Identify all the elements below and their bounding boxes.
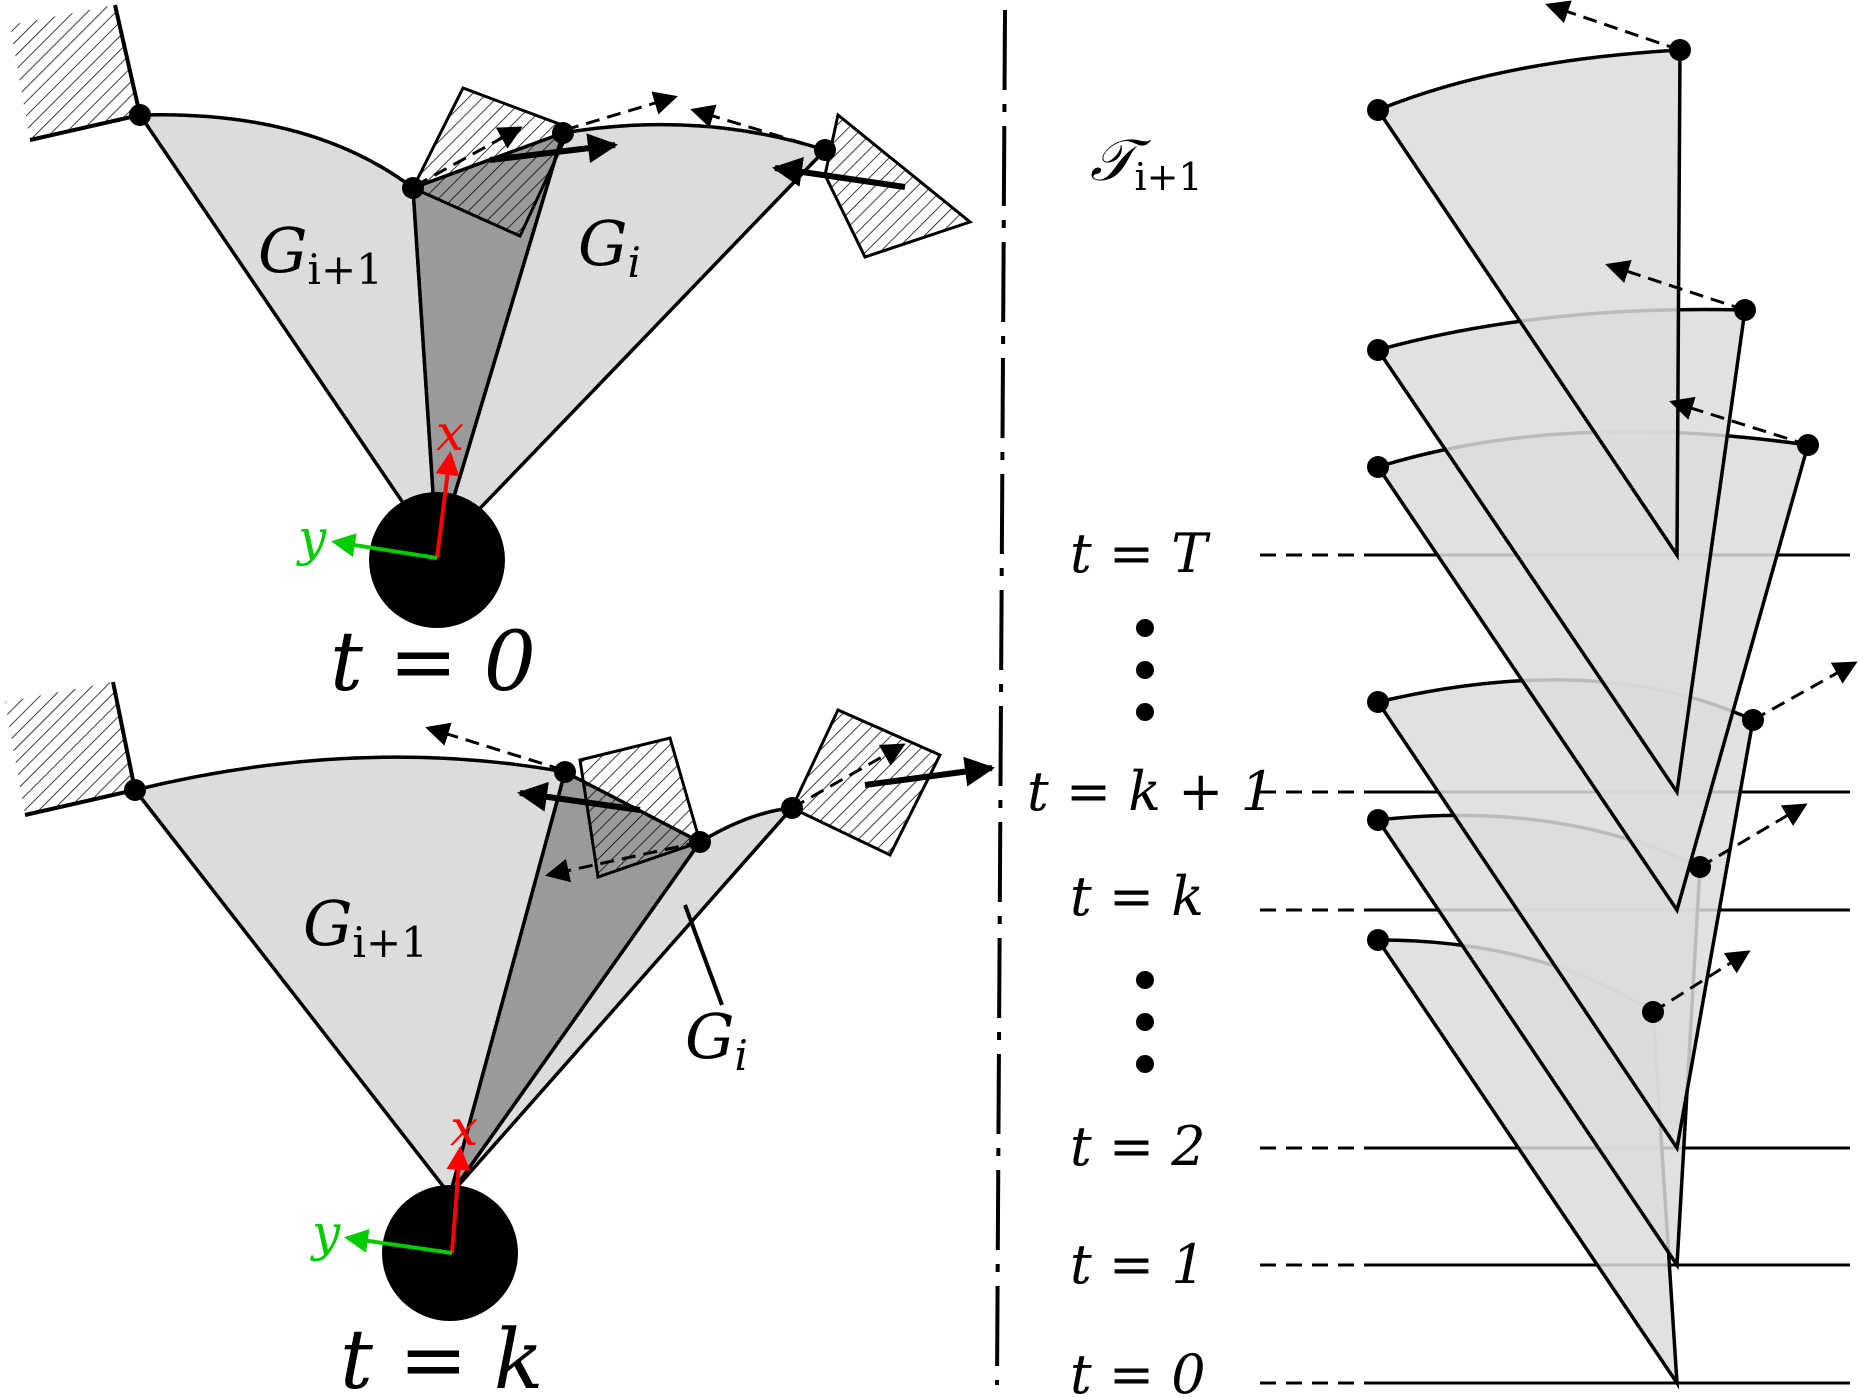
trajectory-arrow-3 <box>1669 396 1809 447</box>
time-label-k-plus-1: t = k + 1 <box>1027 760 1275 823</box>
robot-base-top <box>369 492 505 628</box>
trajectory-arrow-4 <box>1752 661 1858 722</box>
y-axis-label-bottom: y <box>310 1204 341 1262</box>
joint-bottom-2 <box>554 761 576 783</box>
wall-obstacle-bottom <box>5 682 135 815</box>
trajectory-label: 𝒯i+1 <box>1090 126 1203 199</box>
ellipsis-dots-upper <box>1136 619 1154 721</box>
trajectory-panel: 𝒯i+1 t = T t = k + 1 t = k t = 2 t = 1 t… <box>1027 0 1858 1397</box>
joint-top-2 <box>402 177 424 199</box>
time-label-2: t = 2 <box>1070 1115 1206 1178</box>
time-label-top: t = 0 <box>330 615 536 710</box>
time-label-0: t = 0 <box>1070 1343 1206 1397</box>
g-i-leader-line <box>683 904 724 1006</box>
bottom-panel: x y Gi+1 Gi t = k <box>5 681 995 1397</box>
time-label-k: t = k <box>1070 865 1204 928</box>
label-g-i-top: Gi <box>578 207 641 287</box>
sector-g-i-plus-1-bottom <box>131 755 568 1199</box>
trajectory-sector-t-T <box>1375 48 1682 561</box>
panel-divider <box>995 9 1007 1386</box>
velocity-arrow-top-1 <box>414 126 523 188</box>
trajectory-arrow-2 <box>1605 260 1746 312</box>
time-label-bottom: t = k <box>340 1313 543 1397</box>
trajectory-arrow-5 <box>1699 803 1808 869</box>
wall-obstacle-top <box>10 5 140 140</box>
joint-bottom-1 <box>124 779 146 801</box>
time-label-T: t = T <box>1070 522 1211 585</box>
time-label-1: t = 1 <box>1070 1233 1206 1296</box>
sector-g-i-plus-1-top <box>136 112 440 560</box>
velocity-arrow-top-2 <box>489 133 618 164</box>
trajectory-arrow-1 <box>1545 0 1681 52</box>
joint-bottom-3 <box>689 831 711 853</box>
velocity-arrow-bottom-2 <box>517 781 641 813</box>
joint-top-1 <box>129 104 151 126</box>
x-axis-label-bottom: x <box>450 1099 478 1157</box>
y-axis-arrow-top <box>331 533 438 560</box>
velocity-arrow-bottom-1 <box>425 722 564 772</box>
velocity-arrow-top-3 <box>564 91 678 132</box>
velocity-arrow-top-4 <box>690 104 826 152</box>
ellipsis-dots-lower <box>1136 971 1154 1073</box>
joint-top-4 <box>814 139 836 161</box>
label-g-i-plus-1-bottom: Gi+1 <box>303 887 428 967</box>
velocity-arrow-bottom-5 <box>864 756 995 788</box>
label-g-i-plus-1-top: Gi+1 <box>258 214 383 294</box>
top-panel: x y Gi+1 Gi t = 0 <box>10 4 974 710</box>
joint-top-3 <box>552 122 574 144</box>
trajectory-arrow-6 <box>1652 950 1751 1014</box>
x-axis-arrow-bottom <box>446 1146 471 1254</box>
y-axis-label-top: y <box>296 509 327 567</box>
trajectory-joints <box>1367 39 1819 1023</box>
y-axis-arrow-bottom <box>344 1228 453 1255</box>
x-axis-arrow-top <box>435 451 460 559</box>
joint-bottom-4 <box>781 797 803 819</box>
velocity-arrow-top-5 <box>772 157 906 190</box>
x-axis-label-top: x <box>436 404 464 462</box>
label-g-i-bottom: Gi <box>685 1000 748 1080</box>
velocity-arrow-bottom-3 <box>545 840 701 883</box>
